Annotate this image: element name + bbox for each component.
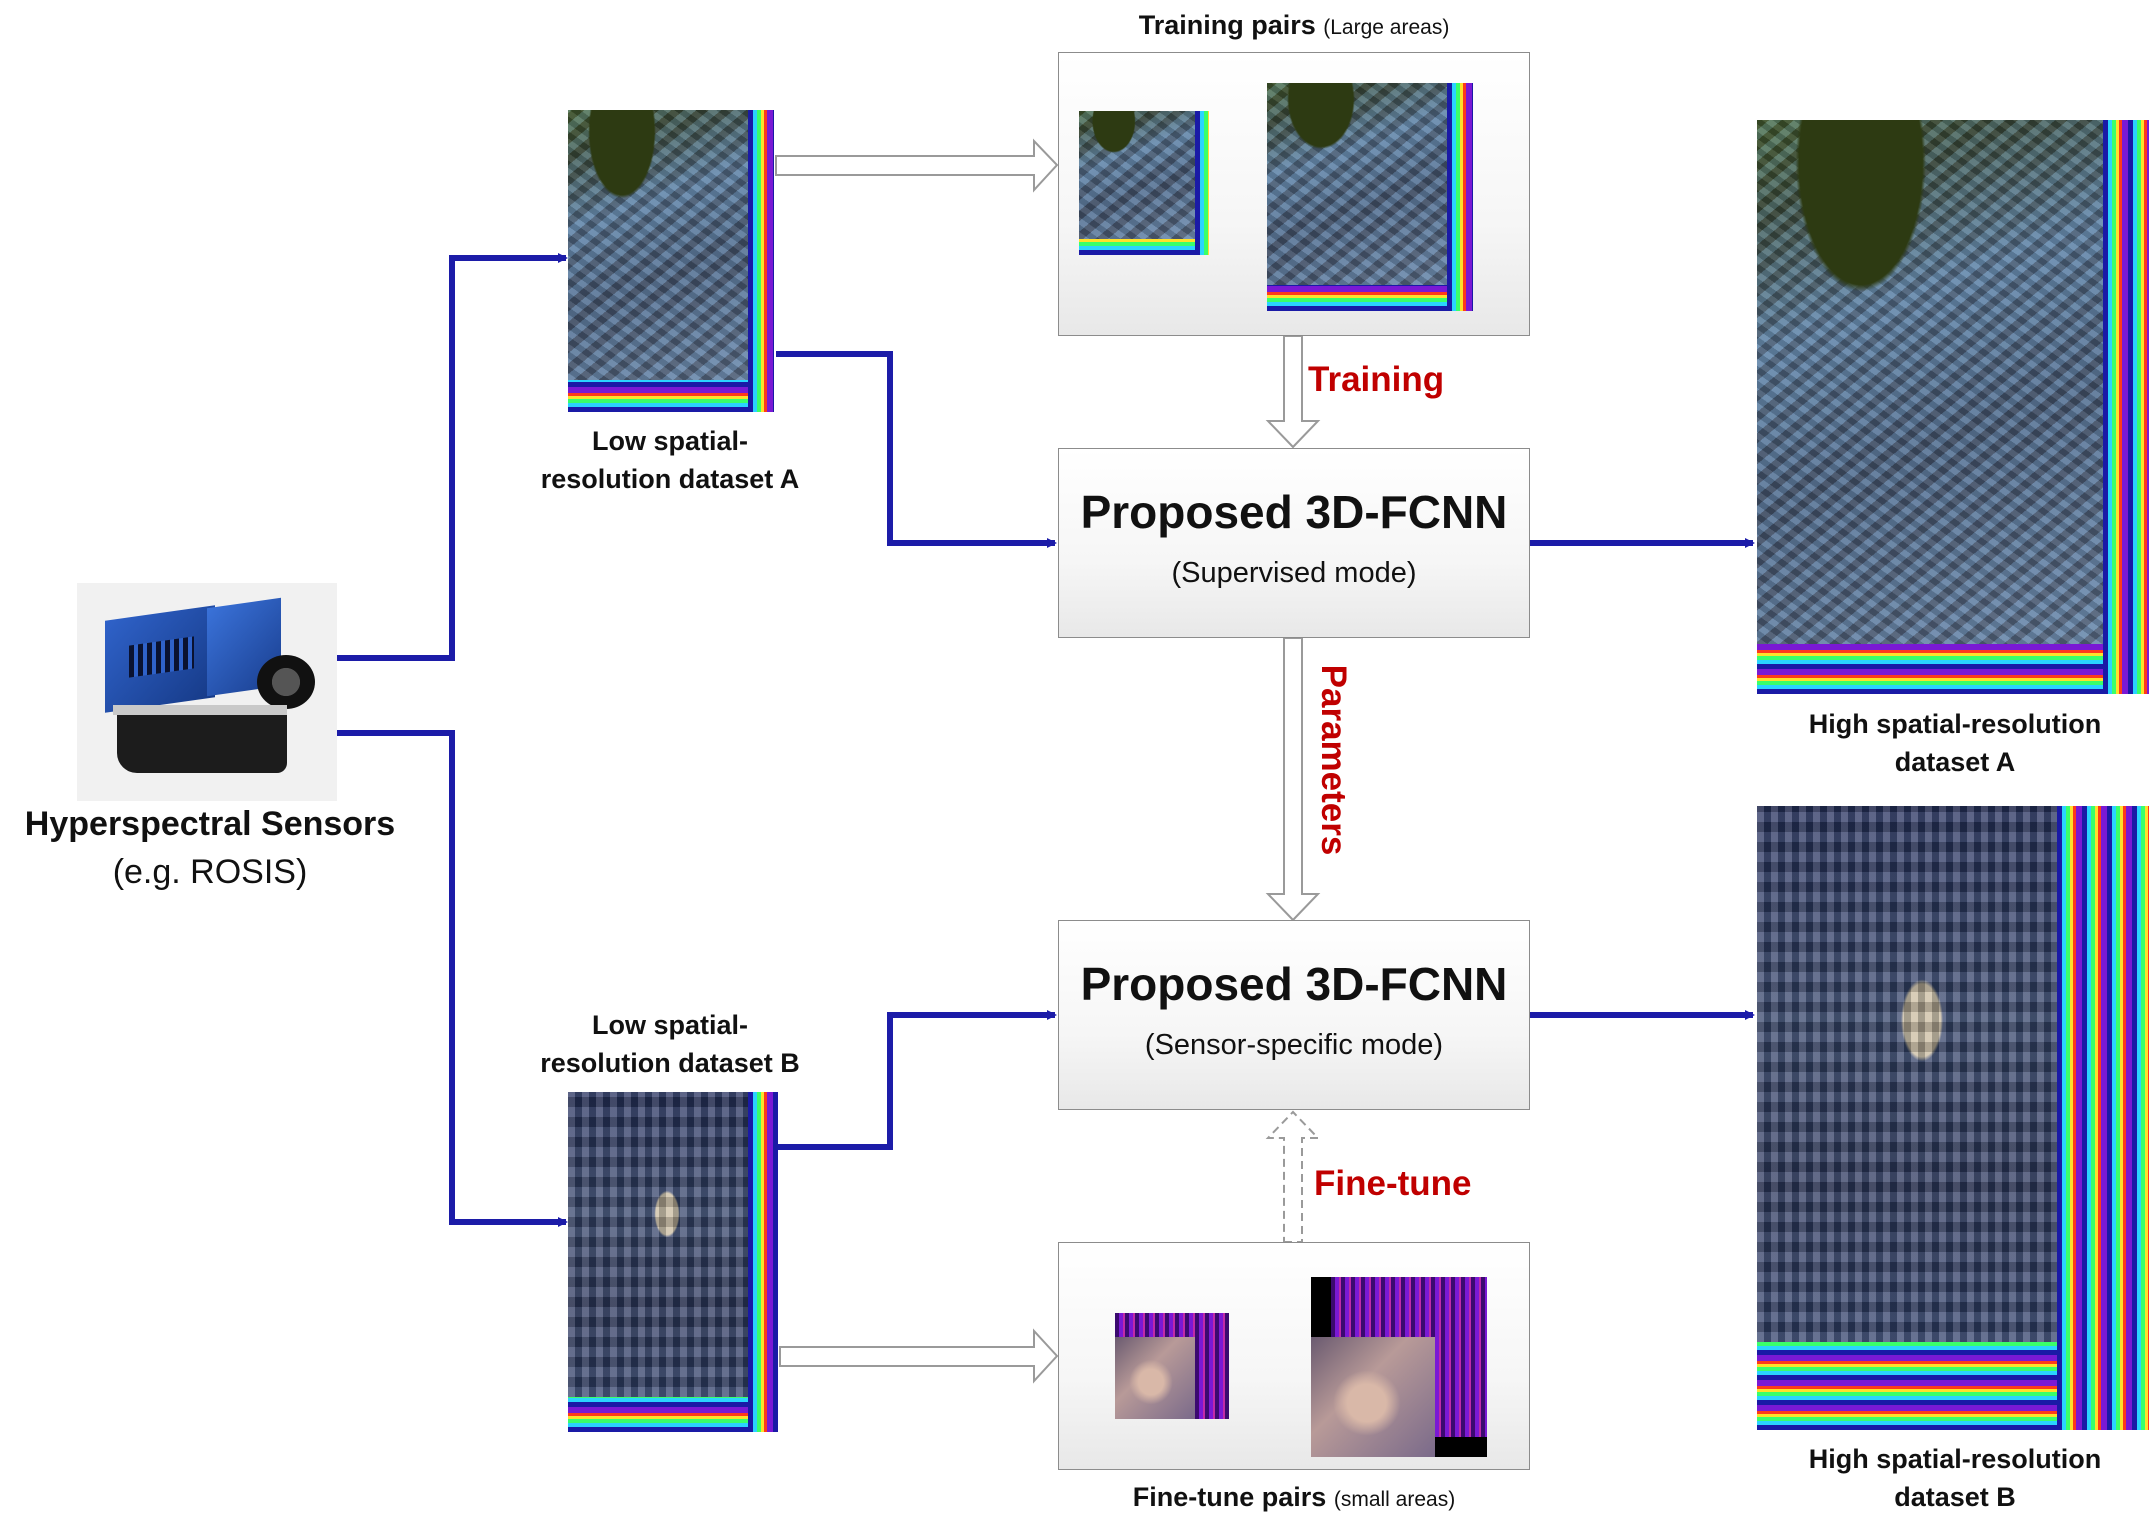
finetune-pair-small-image <box>1115 1313 1229 1419</box>
high-res-dataset-b-label-line1: High spatial-resolution <box>1808 1444 2102 1474</box>
finetune-pairs-box <box>1058 1242 1530 1470</box>
training-label: Training <box>1308 360 1445 399</box>
low-res-dataset-b-label-line1: Low spatial- <box>591 1010 748 1040</box>
training-pair-small-image <box>1079 111 1209 255</box>
high-res-dataset-a-label-line2: dataset A <box>1894 747 2016 777</box>
sensor-image <box>77 583 337 801</box>
training-pairs-label: Training pairs (Large areas) <box>1058 6 1530 47</box>
arrow-training <box>1265 335 1321 449</box>
model-sensor-specific-title: Proposed 3D-FCNN <box>1080 958 1508 1010</box>
arrow-dataset-b-to-sensor-specific <box>776 1010 1057 1150</box>
low-res-dataset-a-label-line2: resolution dataset A <box>540 464 800 494</box>
parameters-label: Parameters <box>1314 664 1353 856</box>
finetune-pairs-title: Fine-tune pairs <box>1132 1482 1327 1512</box>
finetune-pair-large-image <box>1311 1277 1487 1457</box>
high-res-dataset-b-image <box>1757 806 2149 1430</box>
low-res-dataset-a-label-line1: Low spatial- <box>591 426 748 456</box>
training-pairs-note: (Large areas) <box>1323 16 1450 39</box>
low-res-dataset-b-image <box>568 1092 778 1432</box>
arrow-dataset-b-to-finetune-pairs <box>779 1328 1059 1384</box>
training-pairs-title: Training pairs <box>1138 10 1316 40</box>
model-sensor-specific-mode: (Sensor-specific mode) <box>1144 1029 1444 1061</box>
model-sensor-specific-box: Proposed 3D-FCNN (Sensor-specific mode) <box>1058 920 1530 1110</box>
sensor-example: (e.g. ROSIS) <box>112 853 308 891</box>
low-res-dataset-a-image <box>568 110 774 412</box>
high-res-dataset-a-image <box>1757 120 2149 694</box>
arrow-finetune <box>1265 1110 1321 1243</box>
arrow-sensor-to-dataset-b <box>336 730 568 1227</box>
high-res-dataset-a-label-line1: High spatial-resolution <box>1808 709 2102 739</box>
model-supervised-box: Proposed 3D-FCNN (Supervised mode) <box>1058 448 1530 638</box>
finetune-label: Fine-tune <box>1314 1164 1472 1203</box>
arrow-parameters <box>1265 637 1321 922</box>
sensor-label: Hyperspectral Sensors <box>24 805 396 843</box>
arrow-sensor-to-dataset-a <box>336 253 568 661</box>
finetune-pairs-note: (small areas) <box>1333 1488 1456 1511</box>
arrow-dataset-a-to-supervised <box>776 351 1057 548</box>
high-res-dataset-b-label-line2: dataset B <box>1894 1482 2016 1512</box>
model-supervised-mode: (Supervised mode) <box>1171 557 1417 589</box>
low-res-dataset-b-label-line2: resolution dataset B <box>540 1048 800 1078</box>
finetune-pairs-label: Fine-tune pairs (small areas) <box>1058 1478 1530 1519</box>
training-pairs-box <box>1058 52 1530 336</box>
model-supervised-title: Proposed 3D-FCNN <box>1080 486 1508 538</box>
training-pair-large-image <box>1267 83 1473 311</box>
arrow-dataset-a-to-training-pairs <box>775 138 1059 193</box>
